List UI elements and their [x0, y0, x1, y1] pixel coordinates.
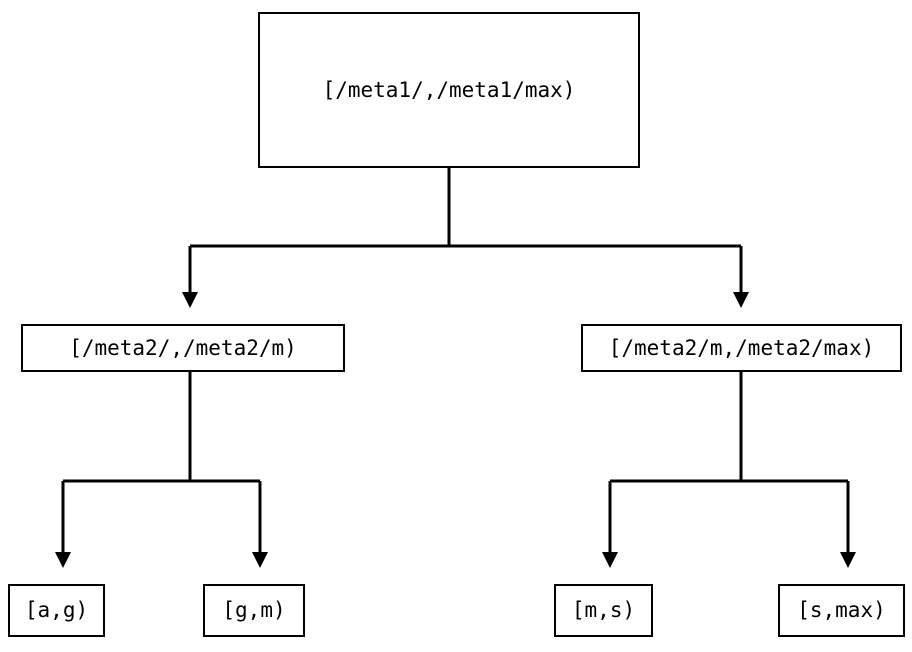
node-mid-left-label: [/meta2/,/meta2/m): [69, 335, 297, 360]
edge-midleft-to-leaf-g-m: [252, 481, 268, 568]
node-mid-right-label: [/meta2/m,/meta2/max): [608, 335, 875, 360]
arrowhead-down-icon: [602, 552, 618, 568]
arrowhead-down-icon: [252, 552, 268, 568]
edge-root-to-mid-left: [182, 168, 741, 308]
node-leaf-g-m[interactable]: [g,m): [203, 584, 305, 637]
arrowhead-down-icon: [733, 292, 749, 308]
arrowhead-down-icon: [55, 552, 71, 568]
node-leaf-a-g-label: [a,g): [24, 598, 89, 622]
edge-midleft-to-leaf-a-g: [55, 372, 260, 568]
arrowhead-down-icon: [182, 292, 198, 308]
node-mid-right[interactable]: [/meta2/m,/meta2/max): [581, 324, 902, 372]
node-leaf-m-s-label: [m,s): [571, 598, 636, 622]
edge-midright-to-leaf-s-max: [840, 481, 856, 568]
arrowhead-down-icon: [840, 552, 856, 568]
node-leaf-s-max[interactable]: [s,max): [778, 584, 905, 637]
node-leaf-s-max-label: [s,max): [797, 598, 886, 622]
edge-midright-to-leaf-m-s: [602, 372, 848, 568]
node-mid-left[interactable]: [/meta2/,/meta2/m): [21, 324, 345, 372]
node-leaf-m-s[interactable]: [m,s): [554, 584, 653, 637]
node-root[interactable]: [/meta1/,/meta1/max): [258, 12, 640, 168]
edge-root-to-mid-right: [733, 246, 749, 308]
node-leaf-g-m-label: [g,m): [222, 598, 286, 622]
node-root-label: [/meta1/,/meta1/max): [322, 77, 576, 102]
node-leaf-a-g[interactable]: [a,g): [8, 584, 105, 637]
